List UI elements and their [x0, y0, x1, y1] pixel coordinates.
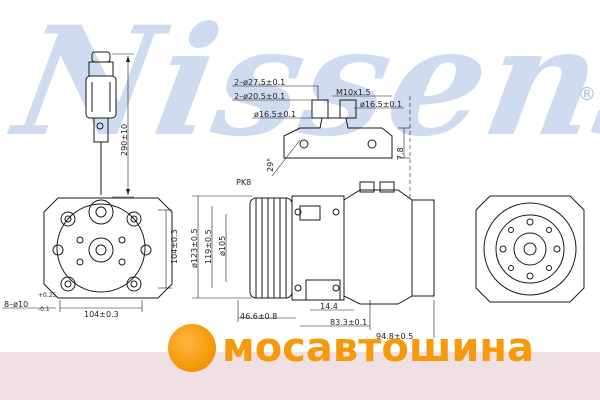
ports-head-view — [232, 85, 410, 177]
dim-body-length-short: 14.4 — [320, 302, 338, 311]
dim-bolt-circle-height: 104±0.3 — [170, 229, 179, 264]
dim-port-diam-2: 2–ø20.5±0.1 — [234, 92, 286, 101]
dim-mount-holes: 8–ø10 — [4, 300, 29, 309]
dim-port-diam-1: 2–ø27.5±0.1 — [234, 78, 286, 87]
brand-lockup: мосавтошина — [168, 322, 534, 374]
electrical-connector — [85, 51, 134, 198]
dim-body-length-long: 94.8±0.5 — [376, 332, 414, 341]
dim-port-height: 7.8 — [396, 147, 405, 160]
dim-pulley-offset: 46.6±0.8 — [240, 312, 278, 321]
dim-connector-length: 290±10 — [120, 123, 129, 156]
dim-mount-holes-tol-lower: -0.1 — [38, 306, 50, 313]
dim-bolt-circle-width: 104±0.3 — [84, 310, 119, 319]
dim-body-length: 83.3±0.1 — [330, 318, 368, 327]
dim-port-diam-4: ø16.5±0.1 — [254, 110, 297, 119]
brand-logo-icon — [168, 324, 216, 372]
dim-port-angle: 29° — [266, 157, 275, 172]
footer-band — [0, 352, 600, 400]
dim-pulley-hub: ø105 — [218, 235, 227, 256]
dim-thread: M10x1.5 — [336, 88, 371, 97]
brand-name: мосавтошина — [222, 325, 534, 371]
side-view — [192, 181, 435, 338]
dim-pulley-mid: 119±0.5 — [204, 229, 213, 264]
registered-mark: ® — [578, 84, 596, 105]
dim-mount-holes-tol-upper: +0.25 — [38, 292, 57, 299]
dim-belt-profile: PK8 — [236, 178, 252, 187]
rear-view — [475, 195, 585, 303]
front-view — [2, 197, 173, 312]
dim-port-diam-3: ø16.5±0.1 — [360, 100, 403, 109]
dim-pulley-outer: ø123±0.5 — [190, 228, 199, 268]
